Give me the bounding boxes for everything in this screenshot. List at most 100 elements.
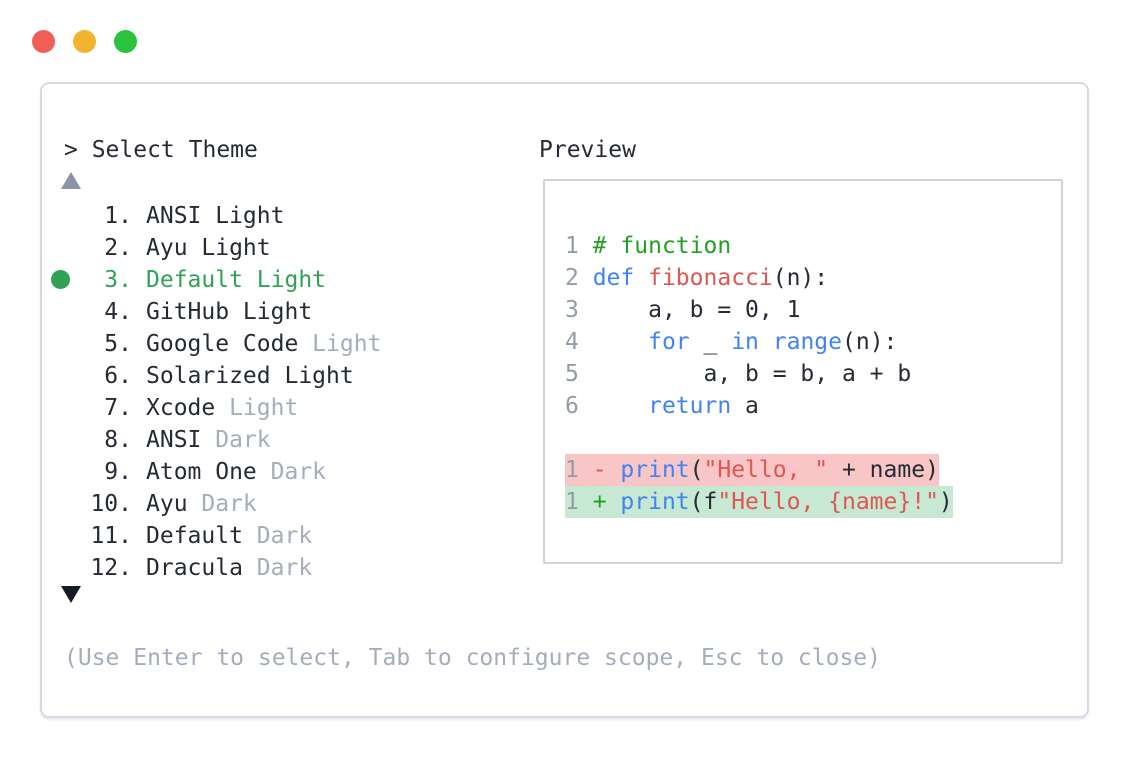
item-number: 4. xyxy=(104,299,132,325)
theme-list-item[interactable]: 9.Atom One Dark xyxy=(50,456,381,488)
item-name: Dracula Dark xyxy=(146,555,313,581)
theme-list-item[interactable]: 7. Xcode Light xyxy=(50,392,381,424)
theme-list-item[interactable]: 8.ANSI Dark xyxy=(50,424,381,456)
token-plain xyxy=(759,329,773,355)
item-name-variant: Light xyxy=(298,331,382,357)
token-str: "Hello, {name}!" xyxy=(717,489,939,515)
code-line: 3 a, b = 0, 1 xyxy=(565,294,953,326)
token-plain: (n): xyxy=(842,329,898,355)
theme-list-item[interactable]: 1.ANSI Light xyxy=(50,200,381,232)
token-kw: return xyxy=(648,393,732,419)
selection-marker xyxy=(50,488,90,520)
code-line-content: 3 a, b = 0, 1 xyxy=(565,294,800,326)
item-number: 10. xyxy=(90,491,132,517)
token-plain: a, b = 0, 1 xyxy=(592,297,801,323)
code-line: 1 # function xyxy=(565,230,953,262)
token-fn: fibonacci xyxy=(648,265,773,291)
item-number: 6. xyxy=(104,363,132,389)
theme-list-item[interactable]: 3. Default Light xyxy=(50,264,381,296)
item-name: ANSI Dark xyxy=(146,427,271,453)
item-number: 9. xyxy=(104,459,132,485)
code-line: 1 - print("Hello, " + name) xyxy=(565,454,953,486)
code-line: 2 def fibonacci(n): xyxy=(565,262,953,294)
selection-marker xyxy=(50,328,90,360)
theme-list-item[interactable]: 12. Dracula Dark xyxy=(50,552,381,584)
theme-list-item[interactable]: 2. Ayu Light xyxy=(50,232,381,264)
diff-line-added: 1 + print(f"Hello, {name}!") xyxy=(565,486,953,518)
scroll-down-icon[interactable] xyxy=(61,586,81,603)
token-kw: print xyxy=(620,489,690,515)
token-plain xyxy=(593,393,648,419)
code-line: 1 + print(f"Hello, {name}!") xyxy=(565,486,953,518)
item-number: 11. xyxy=(90,523,132,549)
item-name: Ayu Dark xyxy=(146,491,257,517)
theme-list-item[interactable]: 10. Ayu Dark xyxy=(50,488,381,520)
token-plain: ( xyxy=(689,457,704,483)
selection-marker xyxy=(50,520,90,552)
code-line: 4 for _ in range(n): xyxy=(565,326,953,358)
item-name: Default Dark xyxy=(146,523,313,549)
token-comment: # function xyxy=(592,233,732,259)
item-name: Google Code Light xyxy=(146,331,382,357)
theme-list-item[interactable]: 4. GitHub Light xyxy=(50,296,381,328)
item-name-variant: Dark xyxy=(201,427,271,453)
selection-marker xyxy=(50,552,90,584)
item-name-variant: Dark xyxy=(242,523,313,549)
item-name: Xcode Light xyxy=(146,395,299,421)
minimize-button[interactable] xyxy=(73,30,96,53)
item-name: Solarized Light xyxy=(146,363,354,389)
scroll-up-icon[interactable] xyxy=(61,172,81,189)
line-number: 6 xyxy=(565,393,593,419)
item-number: 12. xyxy=(90,555,132,581)
line-number: 3 xyxy=(565,297,593,323)
selection-marker xyxy=(50,392,90,424)
selected-bullet-icon xyxy=(51,270,70,289)
item-name: ANSI Light xyxy=(146,203,285,229)
token-str: "Hello, " xyxy=(703,457,829,483)
zoom-button[interactable] xyxy=(114,30,137,53)
code-line-content: 4 for _ in range(n): xyxy=(565,326,897,358)
selection-marker xyxy=(50,360,90,392)
token-kw: range xyxy=(772,329,842,355)
token-kw: def xyxy=(592,265,635,291)
token-plain: a, b = b, a + b xyxy=(592,361,912,387)
item-number: 3. xyxy=(104,267,132,293)
item-number: 7. xyxy=(104,395,132,421)
line-number: 1 xyxy=(565,457,593,483)
token-kw: in xyxy=(731,329,759,355)
token-plain: a xyxy=(731,393,759,419)
item-name-variant: Light xyxy=(215,395,299,421)
diff-line-removed: 1 - print("Hello, " + name) xyxy=(565,454,939,486)
code-line-content: 2 def fibonacci(n): xyxy=(565,262,828,294)
selection-marker xyxy=(50,456,90,488)
item-name: Default Light xyxy=(146,267,327,293)
line-number: 1 xyxy=(565,489,593,515)
token-plus: + xyxy=(592,489,621,515)
code-line-content: 5 a, b = b, a + b xyxy=(565,358,911,390)
token-plain: ) xyxy=(938,489,953,515)
item-number: 2. xyxy=(104,235,132,261)
item-name-variant: Dark xyxy=(242,555,313,581)
preview-label: Preview xyxy=(539,137,636,163)
theme-list-item[interactable]: 11. Default Dark xyxy=(50,520,381,552)
theme-list: 1.ANSI Light 2. Ayu Light 3. Default Light 4.… xyxy=(50,200,381,584)
theme-list-item[interactable]: 6. Solarized Light xyxy=(50,360,381,392)
theme-list-item[interactable]: 5.Google Code Light xyxy=(50,328,381,360)
line-number: 4 xyxy=(565,329,593,355)
close-button[interactable] xyxy=(32,30,55,53)
token-kw: print xyxy=(620,457,690,483)
hint-text: (Use Enter to select, Tab to configure s… xyxy=(64,645,881,671)
code-line-content: 6 return a xyxy=(565,390,759,422)
line-number: 1 xyxy=(565,233,593,259)
item-name: Ayu Light xyxy=(146,235,271,261)
selection-marker xyxy=(50,200,90,232)
item-name-variant: Dark xyxy=(187,491,257,517)
code-line: 6 return a xyxy=(565,390,953,422)
line-number: 2 xyxy=(565,265,593,291)
item-name: GitHub Light xyxy=(146,299,313,325)
token-kw: for xyxy=(648,329,690,355)
selection-marker xyxy=(50,296,90,328)
line-number: 5 xyxy=(565,361,593,387)
